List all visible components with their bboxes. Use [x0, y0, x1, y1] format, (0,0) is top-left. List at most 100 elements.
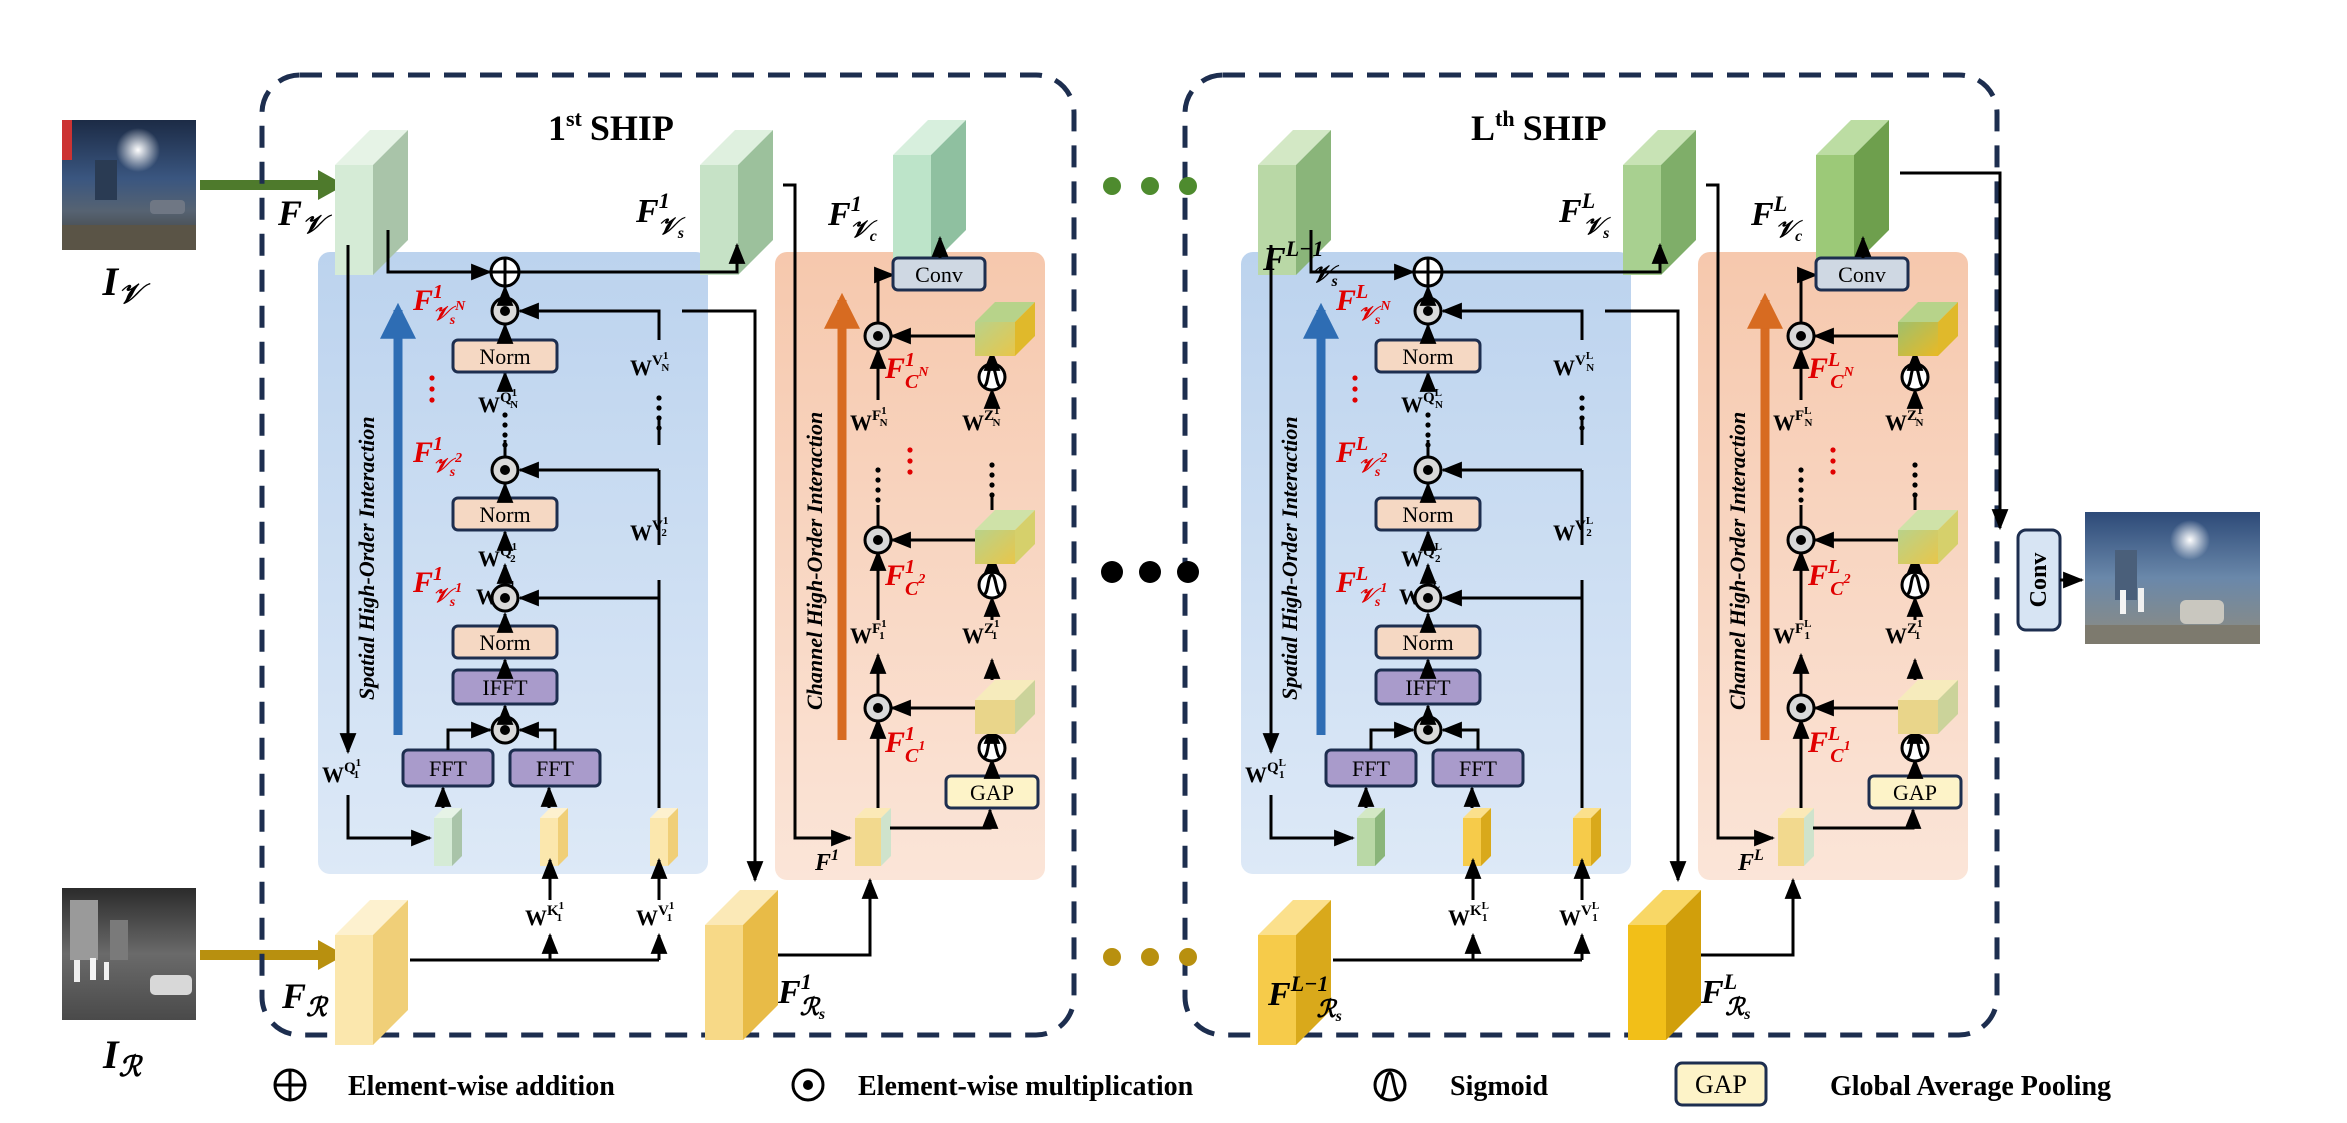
legend-gap-box-label: GAP [1695, 1070, 1747, 1099]
input-infrared-feature-cube [335, 900, 408, 1045]
channel-conv-box-label: Conv [1838, 262, 1886, 287]
legend: Element-wise addition Element-wise multi… [273, 1061, 2111, 1107]
gap-box-label: GAP [970, 780, 1014, 805]
visible-c-feature-cube [893, 120, 966, 265]
legend-multiplication-icon [791, 1068, 825, 1102]
mul-node-stage2 [1413, 455, 1443, 485]
spatial-interaction-label: Spatial High-Order Interaction [1277, 416, 1302, 700]
mul-node-stageN [490, 296, 520, 326]
input-infrared-feature-cube [1258, 900, 1331, 1045]
ship-frame [259, 72, 1077, 1038]
mul-node-stage2 [490, 455, 520, 485]
visible-s-feature-cube [1623, 130, 1696, 275]
output-conv-label: Conv [2026, 553, 2052, 608]
channel-weight-cube-N [1898, 302, 1958, 356]
legend-sigmoid-label: Sigmoid [1450, 1071, 1548, 1102]
spatial-interaction-label: Spatial High-Order Interaction [354, 416, 379, 700]
mul-node-fft [490, 715, 520, 745]
sigmoid-node-N [977, 362, 1007, 392]
channel-weight-cube-N [975, 302, 1035, 356]
channel-f-label: F1 [814, 847, 839, 876]
fft-box-q-label: FFT [1352, 756, 1390, 781]
legend-sigmoid-icon [1373, 1068, 1407, 1102]
channel-mul-node-N [863, 321, 893, 351]
norm-box-2-label: Norm [479, 502, 530, 527]
q-token-cube [434, 808, 462, 866]
visible-c-feature-cube [1816, 120, 1889, 265]
input-visible-feature-cube [335, 130, 408, 275]
sigmoid-node-2 [977, 570, 1007, 600]
legend-addition-icon [273, 1068, 307, 1102]
v-token-cube [1573, 808, 1601, 866]
k-token-cube [540, 808, 568, 866]
ship-frame [1182, 72, 2000, 1038]
q-token-cube [1357, 808, 1385, 866]
continuation-dots [1101, 177, 1199, 966]
sigmoid-node-2 [1900, 570, 1930, 600]
ifft-box-label: IFFT [482, 675, 528, 700]
norm-box-1-label: Norm [479, 630, 530, 655]
legend-gap-box [1674, 1061, 1768, 1107]
channel-weight-cube-2 [975, 510, 1035, 564]
ship-block-1: 1stSHIPF1𝒱sF1𝒱cF1ℛsWQ11FFTFFTIFFTNormWQ1… [259, 72, 1077, 1045]
mul-node-stageN [1413, 296, 1443, 326]
gap-box-label: GAP [1893, 780, 1937, 805]
channel-interaction-label: Channel High-Order Interaction [802, 412, 827, 710]
infrared-s-feature-cube [705, 890, 778, 1040]
sigmoid-node-1 [1900, 733, 1930, 763]
legend-multiplication-label: Element-wise multiplication [858, 1071, 1194, 1102]
infrared-s-feature-cube [1628, 890, 1701, 1040]
mul-node-stage1 [490, 583, 520, 613]
output-fused-image [2085, 512, 2260, 644]
fft-box-k-label: FFT [1459, 756, 1497, 781]
channel-weight-cube-2 [1898, 510, 1958, 564]
ifft-box-label: IFFT [1405, 675, 1451, 700]
legend-gap-label: Global Average Pooling [1830, 1071, 2111, 1102]
channel-weight-cube-1 [975, 680, 1035, 734]
f-r-label: Fℛ [281, 976, 329, 1022]
fused-token-cube [1778, 808, 1814, 866]
input-visible-feature-cube [1258, 130, 1331, 275]
mul-node-stage1 [1413, 583, 1443, 613]
sigmoid-node-N [1900, 362, 1930, 392]
sigmoid-node-1 [977, 733, 1007, 763]
mul-node-fft [1413, 715, 1443, 745]
norm-box-2-label: Norm [1402, 502, 1453, 527]
channel-mul-node-1 [863, 693, 893, 723]
fft-box-k-label: FFT [536, 756, 574, 781]
channel-mul-node-2 [863, 525, 893, 555]
fft-box-q-label: FFT [429, 756, 467, 781]
visible-input-label: I𝒱 [102, 259, 152, 310]
